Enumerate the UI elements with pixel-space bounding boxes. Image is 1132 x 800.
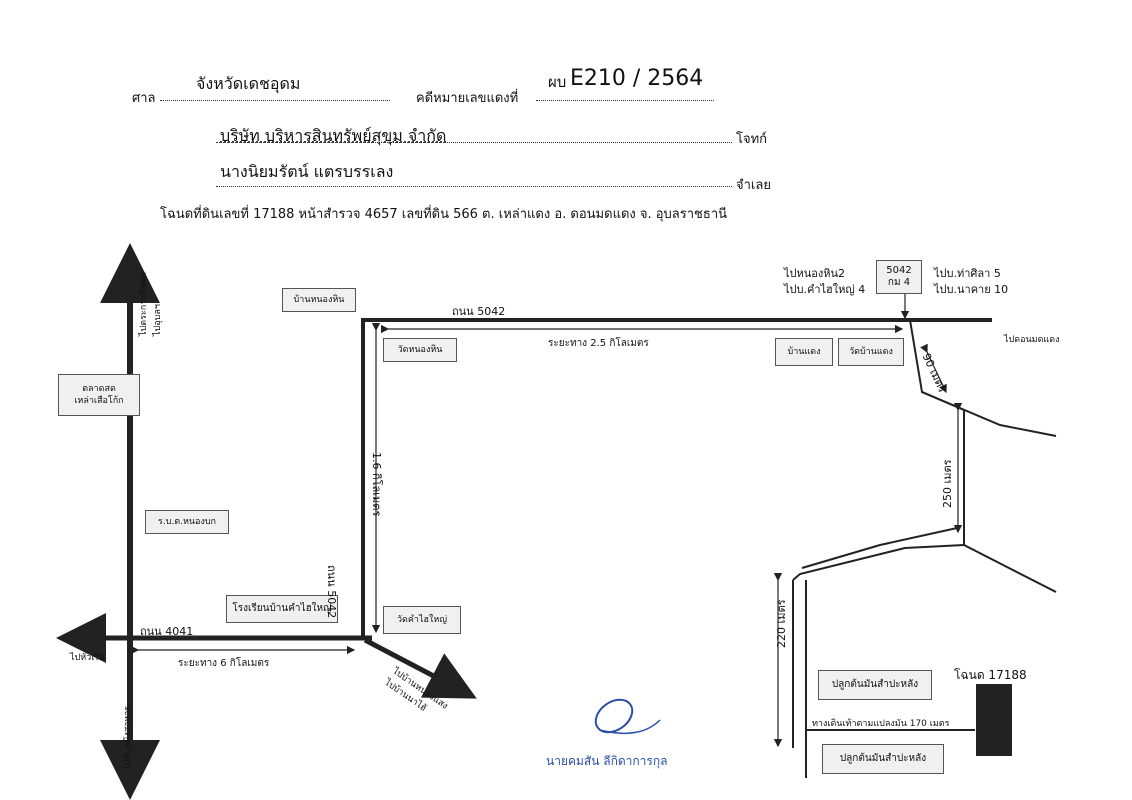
box-wat-kham-hai-yai: วัดคำไฮใหญ่ [383,606,461,634]
deed-line: โฉนดที่ดินเลขที่ 17188 หน้าสำรวจ 4657 เล… [160,207,728,222]
label-deed-no: โฉนด 17188 [954,668,1027,682]
box-wat-nong-hin: วัดหนองหิน [383,338,457,362]
label-to-na-khai: ไปบ.นาคาย 10 [934,283,1009,296]
case-prefix: ผบ [548,73,567,91]
road-lane-west [792,544,965,581]
label-distance-1-6: 1.6 กิโลเมตร [370,452,383,517]
signature-name: นายคมสัน ลีกิดาการกุล [546,754,668,768]
plaintiff-label: โจทก์ [736,132,768,147]
label-distance-220: 220 เมตร [775,599,788,648]
signature-tail [599,719,661,735]
label-to-phibun: ไปตระการพืชผล [139,272,149,336]
label-to-tha-sila: ไปบ.ท่าศิลา 5 [934,267,1001,280]
label-distance-2-5: ระยะทาง 2.5 กิโลเมตร [548,338,649,349]
court-label: ศาล [132,91,156,106]
plaintiff-underline [216,128,732,143]
road-to-nong-saeng [363,637,477,699]
label-road-5042-top: ถนน 5042 [452,305,506,318]
label-road-4041: ถนน 4041 [140,625,194,638]
box-ban-daeng: บ้านแดง [775,338,833,366]
case-underline [536,86,714,101]
signature-scribble [594,698,634,734]
label-to-south: ไปพิบูลมังสาหาร [123,705,133,770]
court-underline [160,86,390,101]
label-road-5042-vertical: ถนน 5042 [325,565,338,619]
box-ban-nong-hin: บ้านหนองหิน [282,288,356,312]
box-market: ตลาดสด เหล่าเสือโก้ก [58,374,140,416]
label-to-hua-ruea: ไปหัวเรือ [70,653,105,663]
defendant-label: จำเลย [736,178,771,193]
label-distance-250: 250 เมตร [941,459,954,508]
distance-arrow-90 [920,343,947,394]
road-branch-southeast [963,544,1057,593]
road-lane-west-2 [801,527,958,569]
label-distance-6: ระยะทาง 6 กิโลเมตร [178,658,270,669]
defendant-value: นางนิยมรัตน์ แตรบรรเลง [220,162,394,181]
label-walkway: ทางเดินเท้าตามแปลงมัน 170 เมตร [812,719,950,729]
case-value: E210 / 2564 [570,66,704,91]
road-branch-south [921,391,965,545]
court-value: จังหวัดเดชอุดม [196,74,301,93]
box-cassava-north: ปลูกต้นมันสำปะหลัง [818,670,932,700]
defendant-underline [216,172,732,187]
label-to-ubon: ไปอุบลฯ [153,304,163,336]
label-to-kham-hai-yai: ไปบ.คำไฮใหญ่ 4 [784,283,866,296]
box-school: โรงเรียนบ้านคำไฮใหญ่ [226,595,338,623]
box-wat-ban-daeng: วัดบ้านแดง [838,338,904,366]
box-cassava-south: ปลูกต้นมันสำปะหลัง [822,744,944,774]
label-to-nong-hin: ไปหนองหิน2 [784,267,846,280]
plaintiff-value: บริษัท บริหารสินทรัพย์สุขุม จำกัด [220,126,447,145]
label-to-don-mot-daeng: ไปดอนมดแดง [1004,335,1060,345]
box-road-marker: 5042 กม 4 [876,260,922,294]
land-parcel-17188 [976,684,1012,756]
case-label: คดีหมายเลขแดงที่ [416,91,519,106]
box-police: ร.บ.ต.หนองบก [145,510,229,534]
